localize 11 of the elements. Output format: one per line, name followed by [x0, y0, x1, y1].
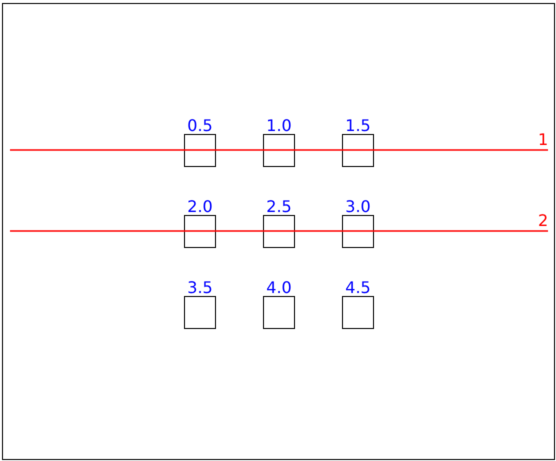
value-label: 1.5 [345, 117, 371, 135]
value-label: 2.0 [187, 198, 213, 216]
value-label: 4.0 [266, 279, 292, 297]
line-number: 2 [538, 212, 548, 230]
value-label: 2.5 [266, 198, 292, 216]
value-label: 1.0 [266, 117, 292, 135]
value-label: 3.0 [345, 198, 371, 216]
value-label: 3.5 [187, 279, 213, 297]
line-number: 1 [538, 131, 548, 149]
value-label: 0.5 [187, 117, 213, 135]
value-label: 4.5 [345, 279, 371, 297]
